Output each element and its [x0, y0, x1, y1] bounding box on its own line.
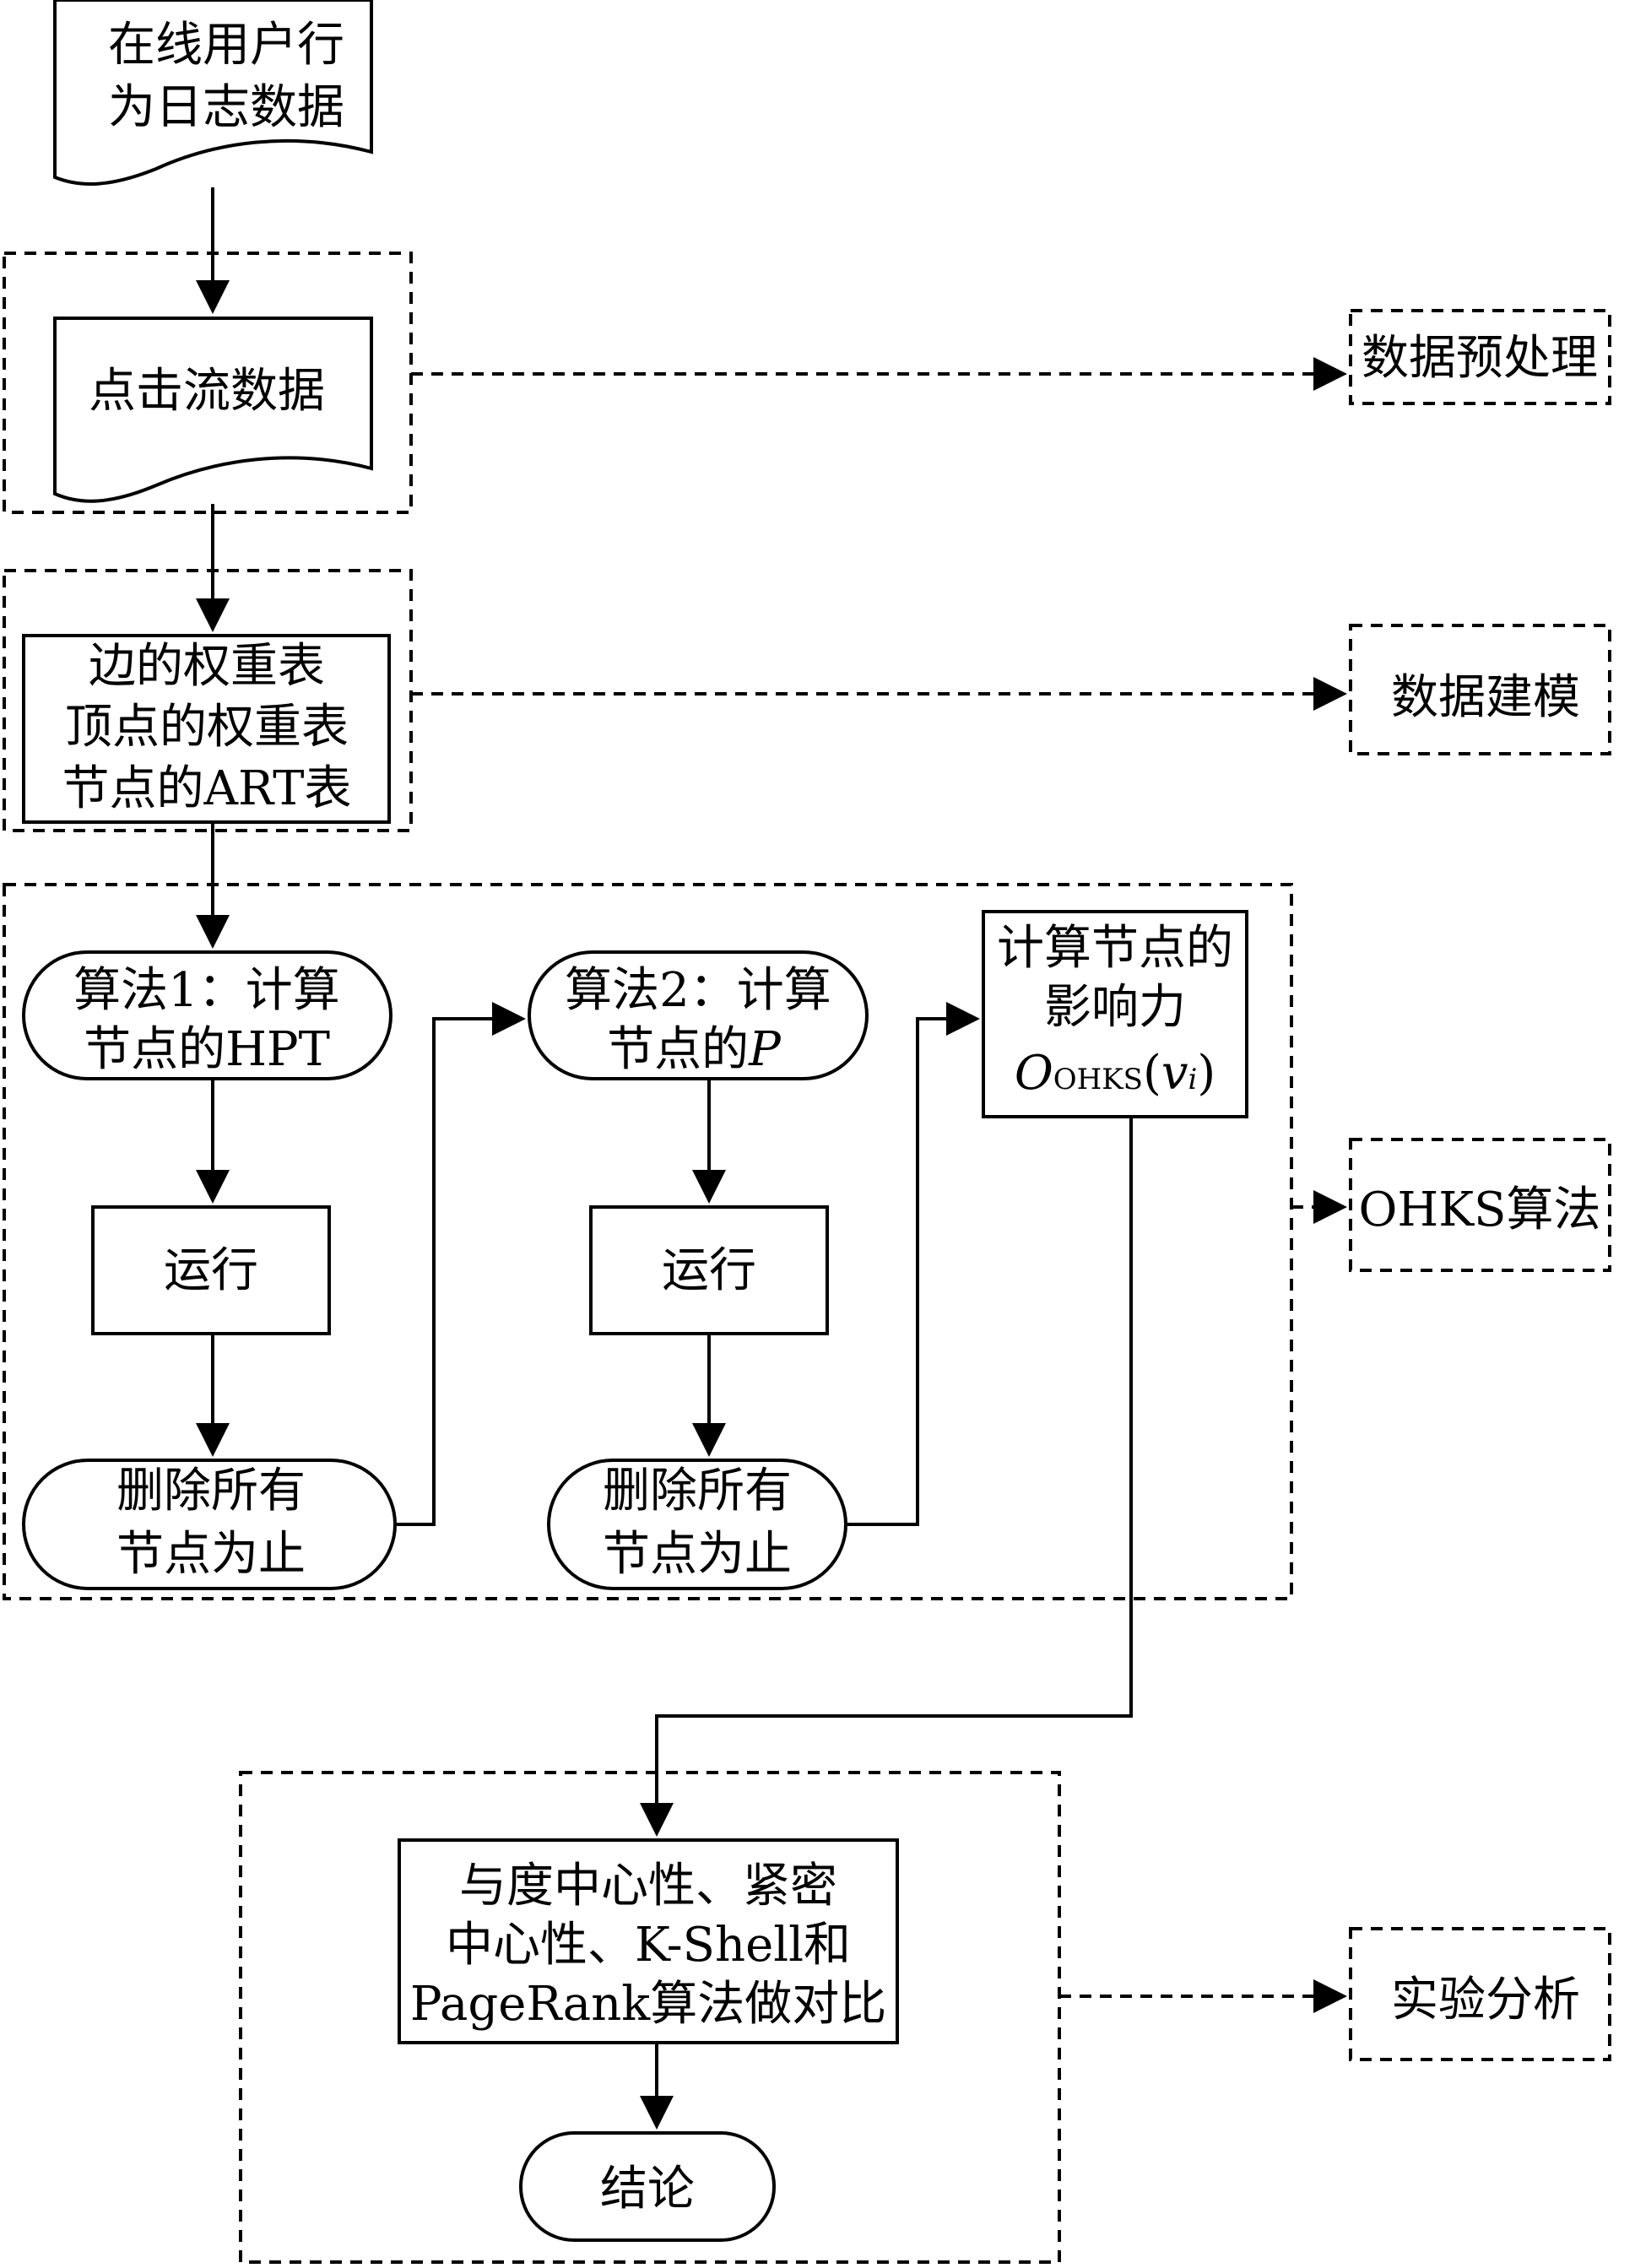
analysis-group-frame [239, 1771, 1061, 2264]
weight-tables-line2: 顶点的权重表 [65, 700, 349, 755]
modeling-group-frame [3, 569, 413, 832]
preprocess-group-frame [3, 252, 413, 514]
online-log-line1: 在线用户行 [108, 18, 344, 73]
influence-formula: OOHKS(vi) [1015, 1046, 1215, 1101]
run1-label: 运行 [164, 1243, 258, 1298]
arrow-delete1-to-algo2 [395, 1002, 526, 1526]
stage-analysis-box [1349, 1927, 1611, 2061]
stage-modeling-label: 数据建模 [1391, 670, 1580, 725]
algo2-node [528, 950, 869, 1080]
algo1-line1: 算法1：计算 [73, 963, 340, 1018]
weight-tables-line3: 节点的ART表 [62, 761, 352, 816]
compare-line3: PageRank算法做对比 [410, 1977, 886, 2032]
online-log-node [53, 0, 373, 187]
influence-line1: 计算节点的 [997, 921, 1233, 976]
algo2-line2: 节点的P [607, 1022, 782, 1077]
stage-modeling-box [1349, 624, 1611, 755]
run2-label: 运行 [662, 1243, 756, 1298]
stage-preprocess-label: 数据预处理 [1362, 331, 1598, 386]
delete1-line2: 节点为止 [116, 1527, 306, 1582]
stage-ohks-label: OHKS算法 [1359, 1183, 1601, 1237]
stage-preprocess-box [1349, 309, 1611, 405]
ohks-group-frame [3, 883, 1293, 1600]
arrow-influence-to-compare [640, 1117, 1133, 1837]
compare-line2: 中心性、K-Shell和 [446, 1918, 851, 1973]
clickstream-label: 点击流数据 [89, 364, 325, 419]
compare-node [398, 1838, 899, 2044]
stage-ohks-box [1349, 1138, 1611, 1272]
algo1-line2: 节点的HPT [84, 1022, 330, 1077]
run1-node [91, 1205, 331, 1335]
delete2-line2: 节点为止 [603, 1527, 792, 1582]
conclusion-label: 结论 [600, 2162, 695, 2217]
delete2-line1: 删除所有 [603, 1464, 792, 1518]
algo1-node [22, 950, 393, 1080]
influence-line2: 影响力 [1044, 980, 1186, 1035]
algo2-line1: 算法2：计算 [565, 963, 831, 1018]
stage-analysis-label: 实验分析 [1391, 1973, 1580, 2027]
weight-tables-node [22, 634, 391, 824]
clickstream-node [53, 317, 373, 503]
compare-line1: 与度中心性、紧密 [459, 1859, 837, 1913]
conclusion-node [519, 2131, 776, 2242]
online-log-line2: 为日志数据 [108, 80, 344, 135]
weight-tables-line1: 边的权重表 [89, 639, 325, 694]
delete1-line1: 删除所有 [116, 1464, 306, 1518]
influence-node [982, 910, 1248, 1118]
arrow-delete2-to-influence [846, 1002, 980, 1526]
